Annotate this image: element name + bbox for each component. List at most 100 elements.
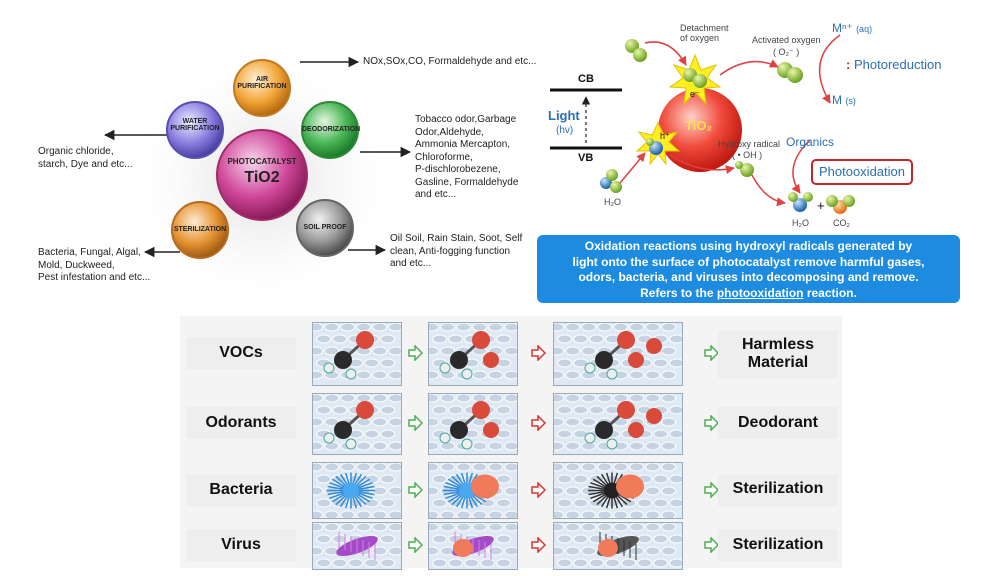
desc-soil-line: Oil Soil, Rain Stain, Soot, Self xyxy=(390,233,523,244)
step-arrow-icon xyxy=(407,536,424,554)
reaction-step-image xyxy=(312,462,402,519)
callout-line: Refers to the photooxidation reaction. xyxy=(537,286,960,302)
callout-pre: Refers to the xyxy=(640,285,717,300)
metal-solid-label: M (s) xyxy=(832,93,856,107)
photooxidation-label: Photooxidation xyxy=(818,164,905,179)
desc-deodor-line: Ammonia Mercapton, xyxy=(415,139,511,150)
light-label: Light xyxy=(548,108,580,123)
callout-post: reaction. xyxy=(803,285,857,300)
desc-deodor-line: Chloroforme, xyxy=(415,151,473,163)
hub-graphic xyxy=(103,50,412,310)
photooxidation-callout: Oxidation reactions using hydroxyl radic… xyxy=(537,235,960,303)
h2o-left-label: H₂O xyxy=(604,197,621,207)
activated-oxygen-symbol: ( O₂⁻ ) xyxy=(773,47,800,57)
reaction-step-image xyxy=(553,522,683,570)
reaction-step-image xyxy=(553,462,683,519)
desc-water: Organic chloride, starch, Dye and etc... xyxy=(38,146,168,171)
co2-label: CO₂ xyxy=(833,218,850,228)
callout-line: odors, bacteria, and viruses into decomp… xyxy=(578,270,919,285)
hole-label: h⁺ xyxy=(660,131,670,141)
activated-oxygen-label: Activated oxygen xyxy=(752,35,821,45)
detachment-line: Detachment xyxy=(680,23,729,33)
step-arrow-icon xyxy=(530,480,547,499)
row-label: Virus xyxy=(186,529,296,561)
metal-ion-symbol: Mⁿ⁺ xyxy=(832,21,853,35)
desc-deodor: Tobacco odor,Garbage Odor,Aldehyde, Ammo… xyxy=(415,114,535,202)
soil-proof-label: SOIL PROOF xyxy=(303,224,347,231)
step-arrow-icon xyxy=(703,344,720,362)
callout-underlined: photooxidation xyxy=(716,285,804,300)
row-label: Odorants xyxy=(186,407,296,439)
center-label-top: PHOTOCATALYST xyxy=(227,157,297,166)
hydroxy-radical-symbol: ( • OH ) xyxy=(732,150,763,160)
air-purification-label: AIR PURIFICATION xyxy=(237,76,287,90)
photoreduction-label: : Photoreduction xyxy=(846,57,941,72)
callout-line: light onto the surface of photocatalyst … xyxy=(572,254,925,269)
desc-deodor-line: Gasline, Formaldehyde xyxy=(415,176,519,188)
detachment-label: Detachment of oxygen xyxy=(680,23,729,44)
tio2-sphere-label: TiO₂ xyxy=(685,118,713,133)
step-arrow-icon xyxy=(530,414,547,432)
row-result: Sterilization xyxy=(718,529,838,561)
callout-line: Oxidation reactions using hydroxyl radic… xyxy=(584,239,913,253)
deodorization-label: DEODORIZATION xyxy=(302,126,361,133)
desc-water-line: Organic chloride, xyxy=(38,146,114,157)
reaction-step-image xyxy=(428,393,518,455)
desc-deodor-line: and etc... xyxy=(415,189,457,200)
metal-solid-s: (s) xyxy=(845,96,856,106)
reaction-step-image xyxy=(312,322,402,386)
step-arrow-icon xyxy=(703,480,720,499)
hv-label: (hv) xyxy=(556,125,574,136)
desc-soil-line: and etc... xyxy=(390,258,432,269)
hydroxy-radical-label: Hydroxy radical xyxy=(718,139,781,149)
metal-ion-label: Mⁿ⁺ (aq) xyxy=(832,21,872,35)
row-result: Deodorant xyxy=(718,407,838,439)
cb-label: CB xyxy=(578,73,594,85)
vb-label: VB xyxy=(578,152,594,164)
electron-label: e⁻ xyxy=(690,89,700,99)
desc-steril-line: Bacteria, Fungal, Algal, xyxy=(38,247,141,258)
photoreduction-text: Photoreduction xyxy=(853,57,942,72)
row-label: VOCs xyxy=(186,337,296,369)
metal-ion-aq: (aq) xyxy=(856,24,873,34)
desc-soil-line: clean, Anti-fogging function xyxy=(390,245,511,257)
desc-steril: Bacteria, Fungal, Algal, Mold, Duckweed,… xyxy=(38,247,178,285)
reaction-step-image xyxy=(312,393,402,455)
hub-diagram: AIR PURIFICATION WATER PURIFICATION DEOD… xyxy=(30,20,536,310)
reaction-step-image xyxy=(428,462,518,519)
step-arrow-icon xyxy=(703,414,720,432)
step-arrow-icon xyxy=(530,344,547,362)
row-result: Harmless Material xyxy=(718,330,838,378)
desc-deodor-line: P-dischlorobezene, xyxy=(415,164,501,175)
desc-deodor-line: Odor,Aldehyde, xyxy=(415,126,484,138)
organics-label: Organics xyxy=(786,135,835,149)
desc-deodor-line: Tobacco odor,Garbage xyxy=(415,114,517,125)
desc-air: NOx,SOx,CO, Formaldehyde and etc... xyxy=(363,56,537,67)
water-purification-label: WATER PURIFICATION xyxy=(170,118,220,132)
reaction-step-image xyxy=(428,322,518,386)
step-arrow-icon xyxy=(407,480,424,499)
step-arrow-icon xyxy=(703,536,720,554)
metal-solid-symbol: M xyxy=(832,93,842,107)
desc-water-line: starch, Dye and etc... xyxy=(38,158,133,170)
plus-sign: + xyxy=(817,198,825,213)
reaction-step-image xyxy=(428,522,518,570)
detachment-line: of oxygen xyxy=(680,33,720,44)
row-result: Sterilization xyxy=(718,473,838,506)
desc-steril-line: Pest infestation and etc... xyxy=(38,272,151,283)
step-arrow-icon xyxy=(407,344,424,362)
reaction-step-image xyxy=(312,522,402,570)
photoreduction-bracket: : xyxy=(846,57,851,72)
desc-steril-line: Mold, Duckweed, xyxy=(38,259,115,271)
desc-soil: Oil Soil, Rain Stain, Soot, Self clean, … xyxy=(390,233,530,271)
step-arrow-icon xyxy=(530,536,547,554)
mechanism-diagram: CB VB Light (hv) Detachment of oxygen Ac… xyxy=(540,15,960,235)
reaction-step-image xyxy=(553,322,683,386)
row-label: Bacteria xyxy=(186,473,296,506)
h2o-right-label: H₂O xyxy=(792,218,809,228)
mechanism-graphic xyxy=(550,34,913,214)
reaction-step-image xyxy=(553,393,683,455)
sterilization-label: STERILIZATION xyxy=(173,226,227,233)
step-arrow-icon xyxy=(407,414,424,432)
center-label-tio2: TiO2 xyxy=(244,169,280,186)
